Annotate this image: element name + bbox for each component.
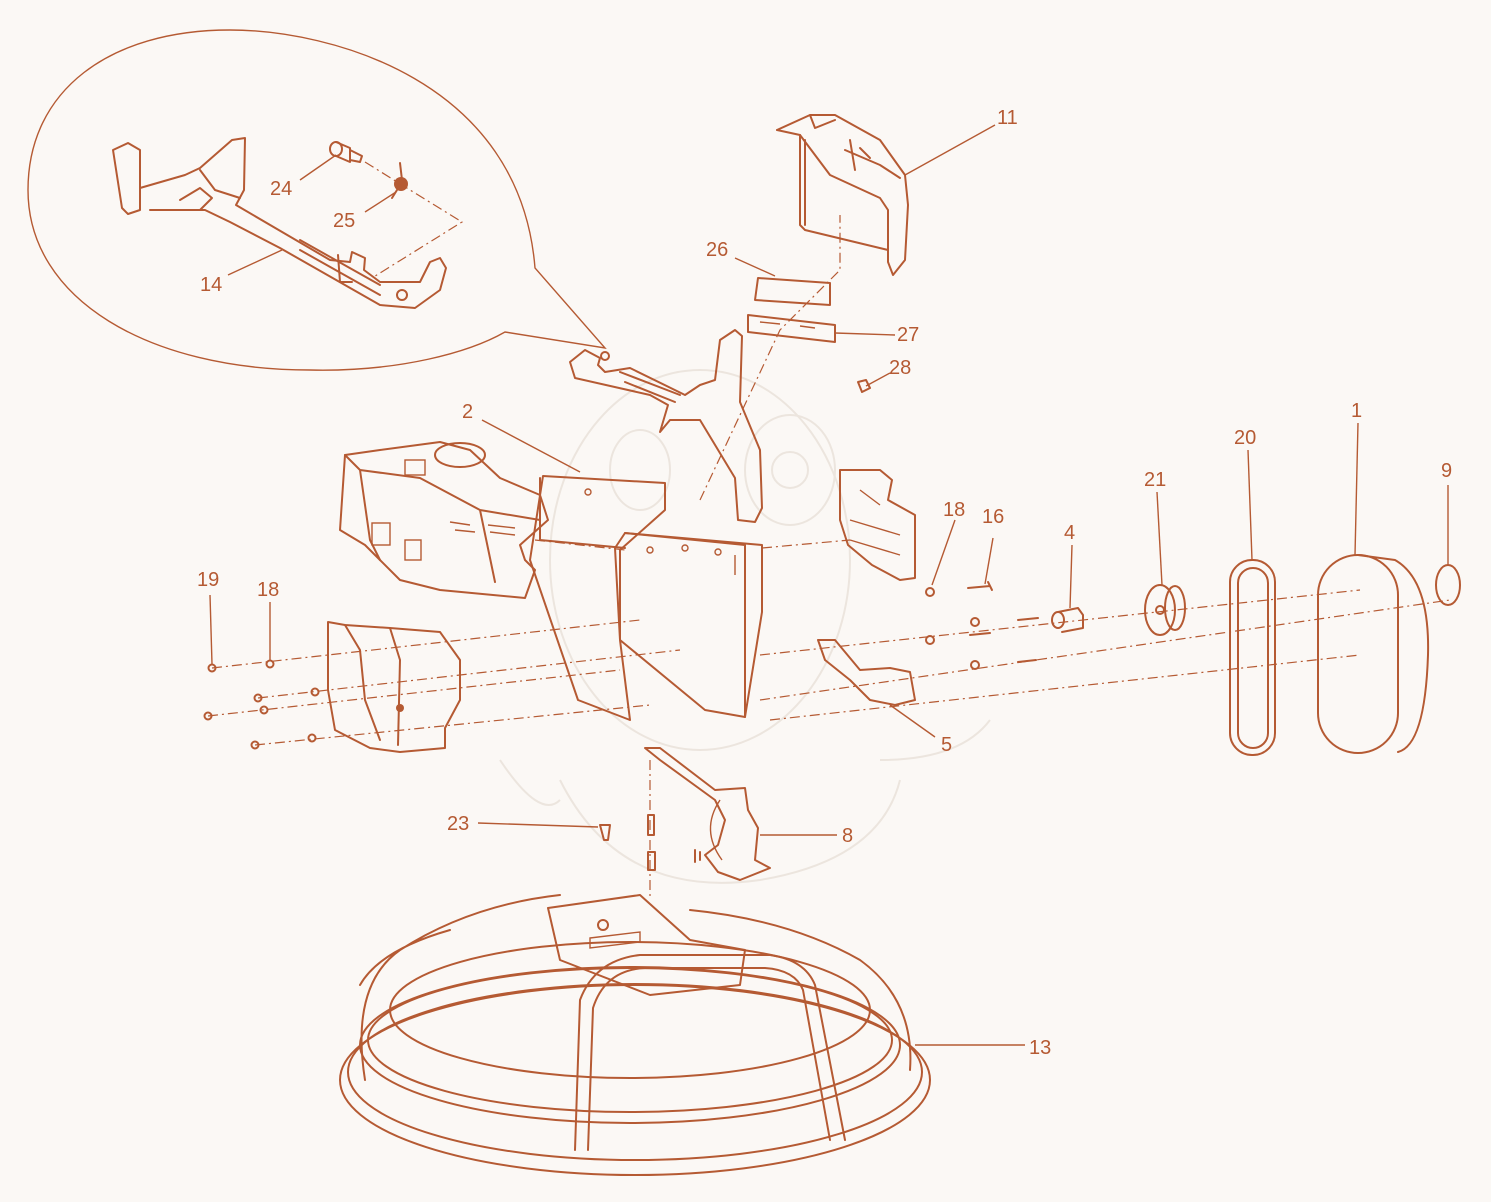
callout-21: 21 [1144, 469, 1166, 491]
callout-1: 1 [1351, 400, 1362, 422]
part-16-bolt [967, 581, 993, 591]
callout-8: 8 [842, 825, 853, 847]
left-hardware [203, 659, 320, 750]
part-20-belt [1229, 559, 1276, 756]
detail-bubble [27, 29, 607, 371]
part-28-nut [857, 379, 871, 393]
part-21-pulley [1144, 584, 1186, 636]
part-23-screw [599, 824, 611, 841]
part-1-drum [1317, 554, 1430, 754]
watermark-mascot [499, 369, 991, 884]
part-11-cover [776, 114, 909, 276]
part-13-guard-frame [339, 894, 931, 1176]
leader-lines [209, 124, 1449, 1046]
part-27-bracket [747, 314, 836, 343]
callout-26: 26 [706, 239, 728, 261]
lower-bolt-1 [647, 814, 655, 836]
part-18-washer-right [925, 587, 935, 597]
callout-2: 2 [462, 401, 473, 423]
callout-16: 16 [982, 506, 1004, 528]
callout-18-left: 18 [257, 579, 279, 601]
callout-4: 4 [1064, 522, 1075, 544]
engine [339, 441, 549, 599]
callout-27: 27 [897, 324, 919, 346]
part-24-pin [329, 141, 363, 163]
lower-bolt-2 [647, 851, 656, 871]
main-shift-arm [569, 329, 763, 523]
callout-9: 9 [1441, 460, 1452, 482]
callout-24: 24 [270, 178, 292, 200]
right-side-bracket [839, 469, 916, 581]
callout-11: 11 [997, 107, 1018, 129]
part-8-guard [644, 747, 771, 881]
part-2-mounting-plate [529, 475, 763, 721]
left-housing [327, 621, 461, 753]
part-14-shift-arm [112, 137, 447, 309]
part-5-bracket [817, 639, 916, 706]
assembly-axis-lines [207, 215, 1451, 900]
callout-28: 28 [889, 357, 911, 379]
callout-13: 13 [1029, 1037, 1051, 1059]
callout-labels: 1 2 4 5 8 9 11 13 14 16 18 18 19 20 21 2… [197, 107, 1452, 1059]
callout-25: 25 [333, 210, 355, 232]
part-26-pad [754, 277, 831, 306]
small-hardware [925, 617, 1039, 670]
callout-19: 19 [197, 569, 219, 591]
part-9-disc [1435, 564, 1461, 606]
callout-20: 20 [1234, 427, 1256, 449]
part-4-spacer [1051, 607, 1084, 633]
callout-23: 23 [447, 813, 469, 835]
callout-5: 5 [941, 734, 952, 756]
callout-14: 14 [200, 274, 222, 296]
callout-18-right: 18 [943, 499, 965, 521]
